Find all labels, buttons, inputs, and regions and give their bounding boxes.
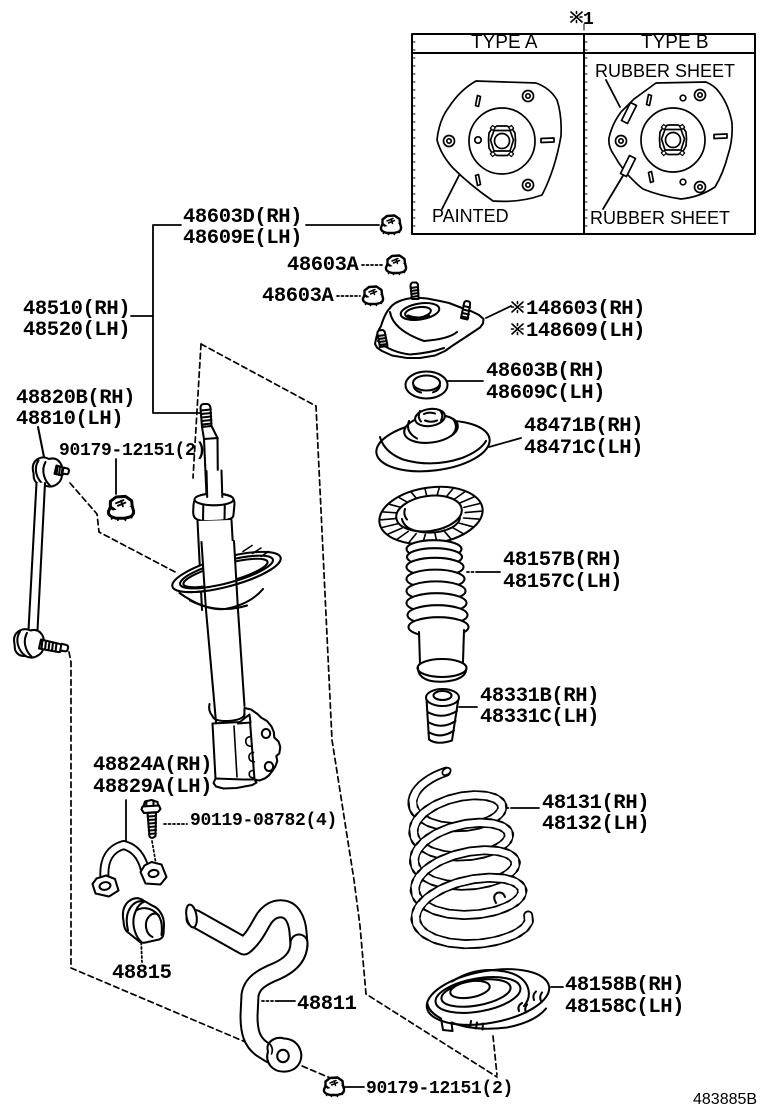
svg-text:48603A: 48603A [262,285,335,308]
svg-text:48829A(LH): 48829A(LH) [93,776,212,799]
svg-text:48609C(LH): 48609C(LH) [486,382,605,405]
svg-text:48603A: 48603A [287,254,360,277]
svg-text:48132(LH): 48132(LH) [542,813,649,836]
svg-text:48131(RH): 48131(RH) [542,792,649,815]
svg-text:48157C(LH): 48157C(LH) [503,571,622,594]
svg-text:48824A(RH): 48824A(RH) [93,754,212,777]
svg-text:90119-08782(4): 90119-08782(4) [190,811,337,831]
svg-text:148603(RH): 148603(RH) [526,298,645,321]
svg-text:PAINTED: PAINTED [432,206,509,226]
svg-text:483885B: 483885B [693,1091,757,1108]
svg-text:90179-12151(2): 90179-12151(2) [59,441,206,461]
svg-text:90179-12151(2): 90179-12151(2) [366,1079,513,1099]
svg-text:48510(RH): 48510(RH) [23,298,130,321]
svg-text:1: 1 [583,10,594,30]
svg-text:48158B(RH): 48158B(RH) [565,974,684,997]
svg-text:TYPE B: TYPE B [641,32,709,53]
svg-text:RUBBER SHEET: RUBBER SHEET [590,208,730,228]
svg-text:48471C(LH): 48471C(LH) [524,437,643,460]
svg-text:48609E(LH): 48609E(LH) [183,227,302,250]
svg-text:48157B(RH): 48157B(RH) [503,549,622,572]
svg-text:48603D(RH): 48603D(RH) [183,206,302,229]
svg-text:48520(LH): 48520(LH) [23,319,130,342]
svg-text:48820B(RH): 48820B(RH) [16,387,135,410]
svg-text:48471B(RH): 48471B(RH) [524,415,643,438]
svg-text:48331B(RH): 48331B(RH) [480,685,599,708]
svg-text:RUBBER SHEET: RUBBER SHEET [595,61,735,81]
svg-text:48331C(LH): 48331C(LH) [480,706,599,729]
svg-text:TYPE A: TYPE A [471,32,538,53]
svg-text:148609(LH): 148609(LH) [526,320,645,343]
svg-text:48158C(LH): 48158C(LH) [565,996,684,1019]
svg-text:48810(LH): 48810(LH) [16,408,123,431]
svg-text:48811: 48811 [297,993,357,1016]
svg-text:48603B(RH): 48603B(RH) [486,360,605,383]
svg-text:48815: 48815 [112,962,172,985]
